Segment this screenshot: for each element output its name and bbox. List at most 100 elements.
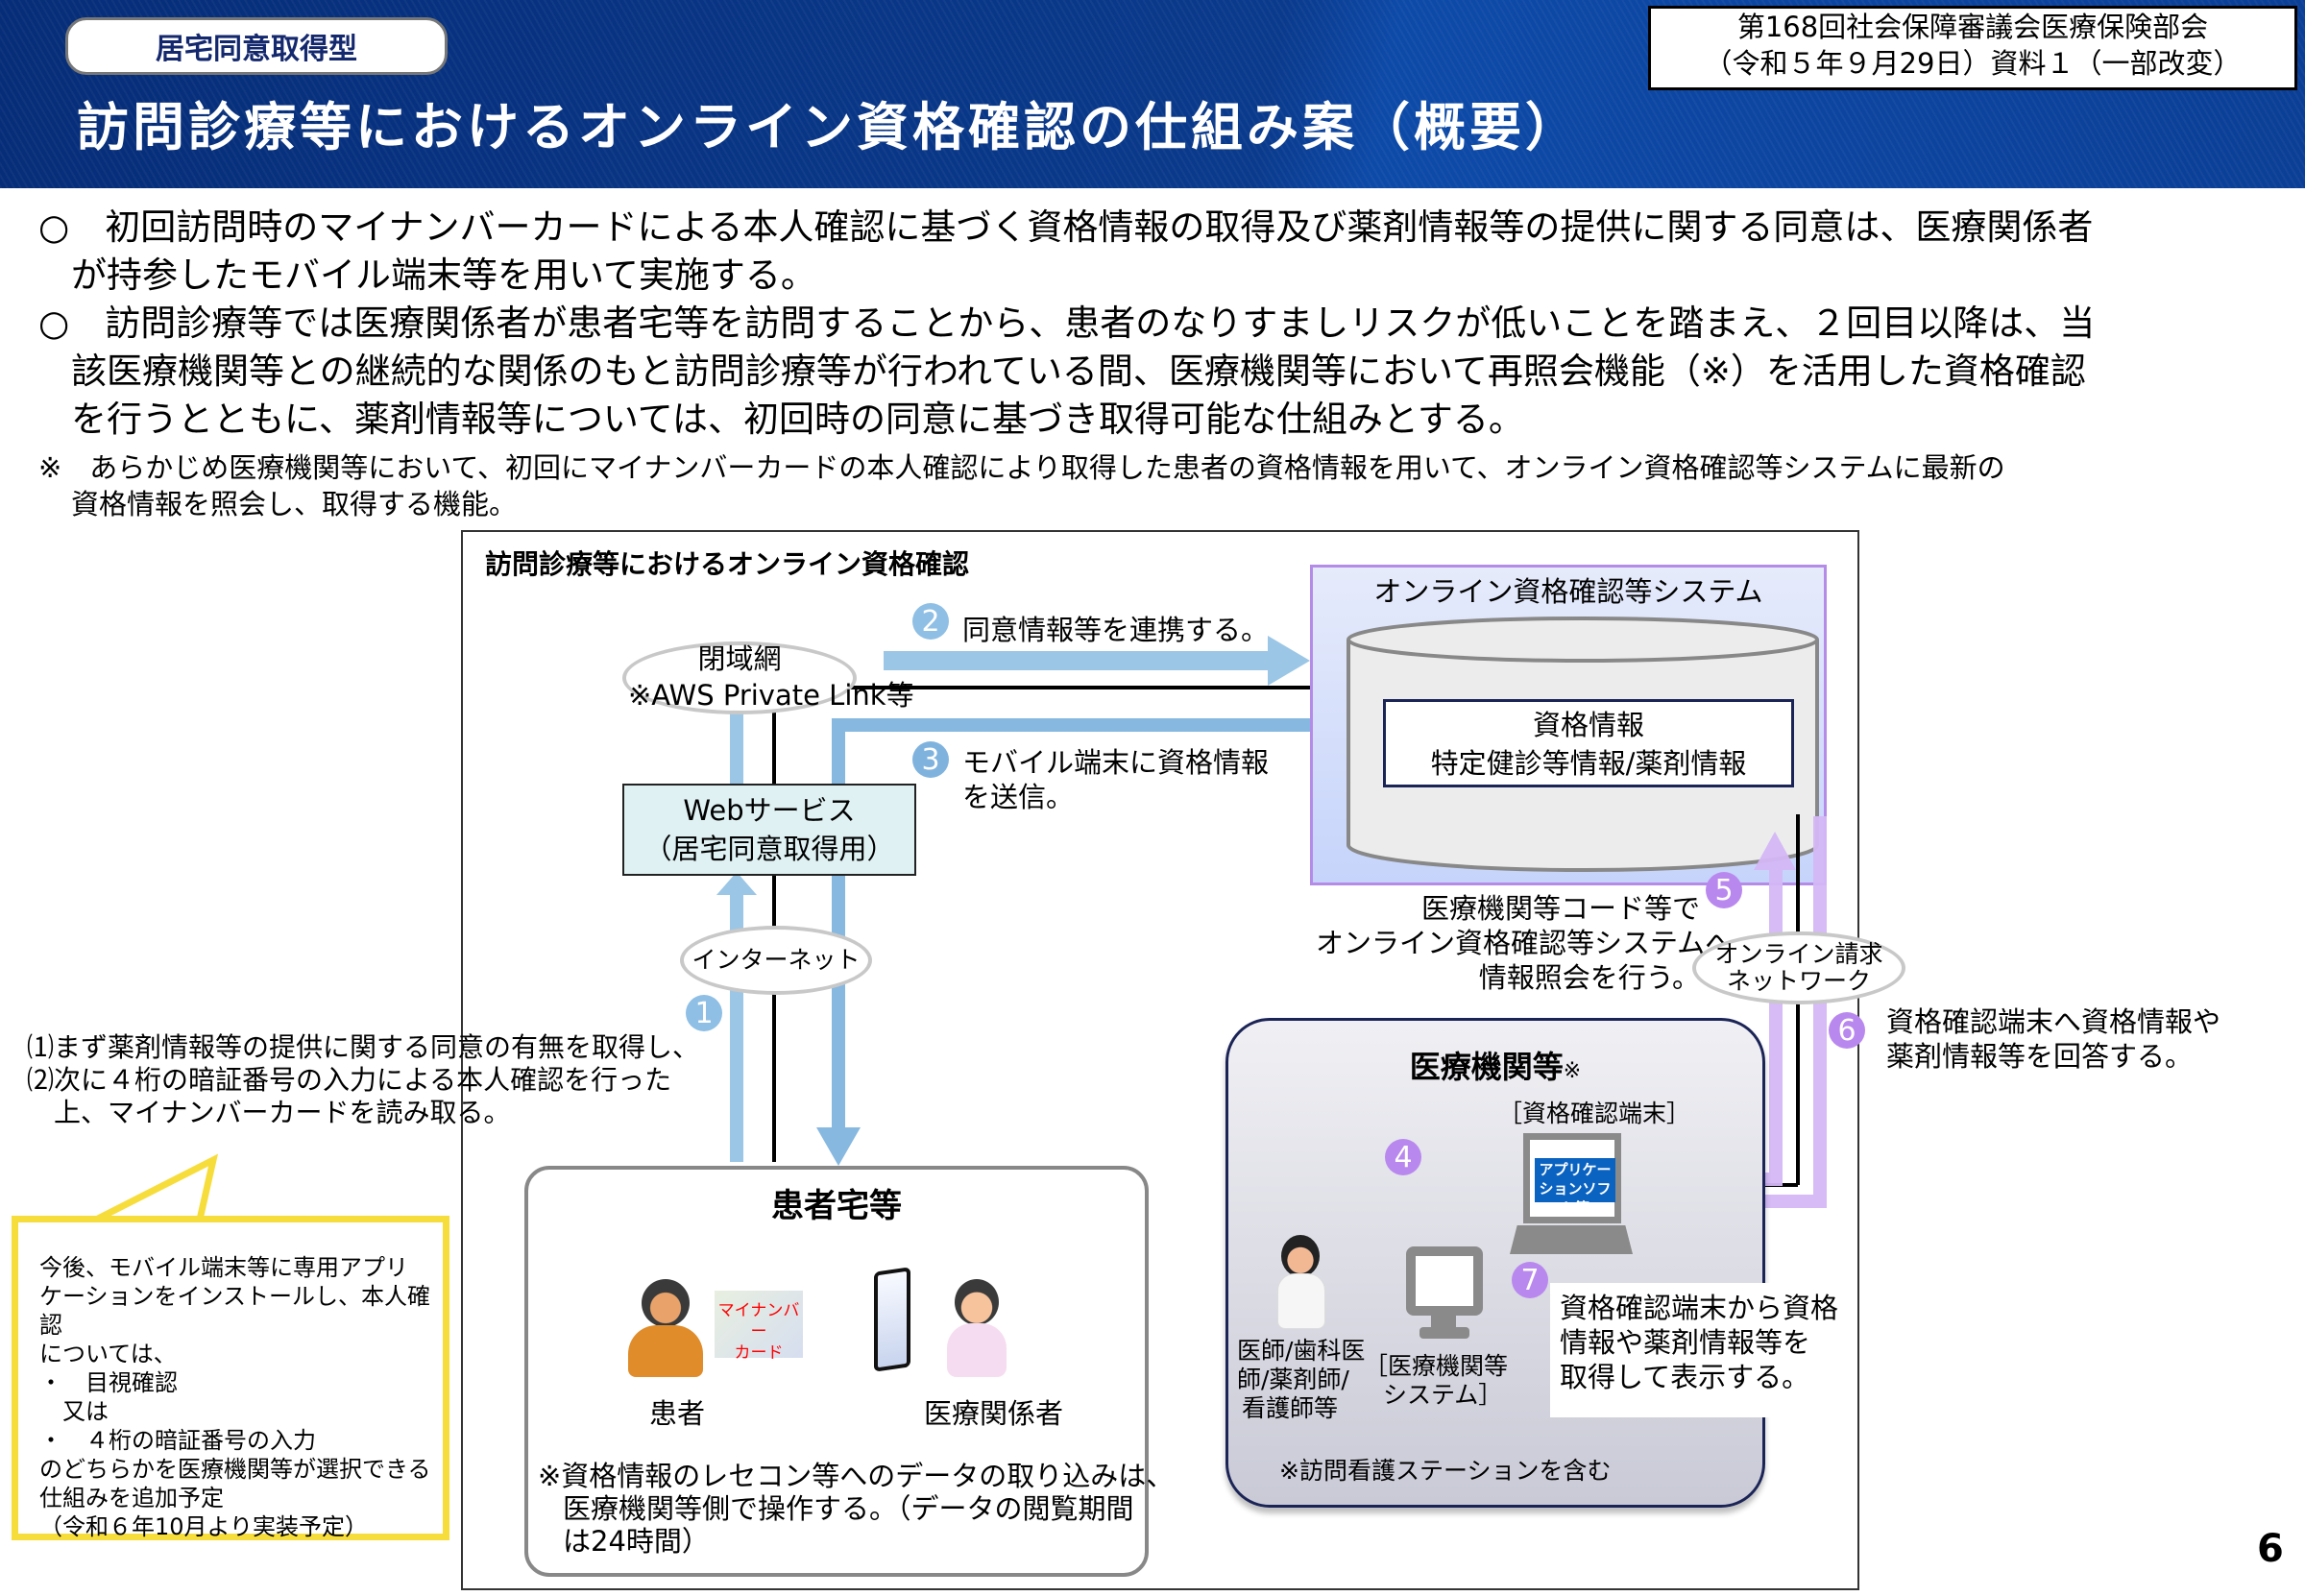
institution-system-label: ［医療機関等 システム］ [1364, 1352, 1508, 1410]
step-7-line-2: 情報や薬剤情報等を [1560, 1326, 1811, 1359]
callout-line: （令和６年10月より実装予定） [39, 1513, 369, 1540]
callout-line: のどちらかを医療機関等が選択できる [39, 1456, 431, 1483]
patient-note-line-2: 医療機関等側で操作する。（データの閲覧期間 [563, 1492, 1134, 1525]
meeting-source-box: 第168回社会保障審議会医療保険部会 （令和５年９月29日）資料１（一部改変） [1648, 6, 2297, 90]
medical-staff-head-icon [955, 1279, 999, 1325]
app-line-2: ションソフト等 [1539, 1180, 1612, 1217]
paragraph-1: ○ 初回訪問時のマイナンバーカードによる本人確認に基づく資格情報の取得及び薬剤情… [38, 204, 2093, 300]
step-2-badge: 2 [912, 603, 949, 640]
monitor-stand-icon [1431, 1316, 1456, 1329]
medical-staff-body-icon [947, 1323, 1007, 1377]
step-6-line-1: 資格確認端末へ資格情報や [1886, 1005, 2221, 1038]
patient-home-note: ※資格情報のレセコン等へのデータの取り込みは、 医療機関等側で操作する。（データ… [538, 1460, 1174, 1558]
patient-label: 患者 [649, 1397, 706, 1430]
step-6-text: 資格確認端末へ資格情報や 薬剤情報等を回答する。 [1886, 1004, 2220, 1074]
closed-network-note: ※AWS Private Link等 [628, 679, 914, 712]
meeting-line-2: （令和５年９月29日）資料１（一部改変） [1704, 47, 2242, 80]
step-7-badge: 7 [1512, 1262, 1548, 1298]
step-3-text: モバイル端末に資格情報 を送信。 [962, 745, 1269, 814]
callout-text: 今後、モバイル端末等に専用アプリ ケーションをインストールし、本人確認 について… [39, 1253, 443, 1541]
mynumber-card-icon: マイナンバー カード [715, 1291, 803, 1363]
laptop-base-icon [1510, 1225, 1633, 1254]
mobile-tablet-icon [874, 1267, 910, 1372]
medical-title-mark: ※ [1563, 1059, 1582, 1083]
step-7-line-3: 取得して表示する。 [1560, 1361, 1810, 1393]
web-service-line-1: Webサービス [683, 794, 856, 827]
blue-arrows [716, 636, 1310, 1166]
footnote-line-1: ※ あらかじめ医療機関等において、初回にマイナンバーカードの本人確認により取得し… [38, 451, 2005, 484]
step-1-line-3: 上、マイナンバーカードを読み取る。 [27, 1097, 511, 1128]
oqs-title: オンライン資格確認等システム [1373, 575, 1763, 608]
step-1-description: ⑴まず薬剤情報等の提供に関する同意の有無を取得し、 ⑵次に４桁の暗証番号の入力に… [27, 1031, 699, 1129]
patient-home-box [524, 1166, 1149, 1577]
step-3-line-1: モバイル端末に資格情報 [962, 746, 1270, 779]
medical-title-text: 医療機関等 [1409, 1049, 1564, 1085]
footnote: ※ あらかじめ医療機関等において、初回にマイナンバーカードの本人確認により取得し… [38, 449, 2005, 522]
step-6-line-2: 薬剤情報等を回答する。 [1886, 1040, 2194, 1073]
card-label-line-2: カード [734, 1343, 784, 1363]
diagram-frame [461, 530, 1859, 1590]
paragraph-1-line-2: が持参したモバイル端末等を用いて実施する。 [71, 254, 816, 296]
application-software-label: アプリケー ションソフト等 [1535, 1158, 1615, 1217]
billing-network-ellipse: オンライン請求 ネットワーク [1692, 931, 1905, 1004]
patient-note-line-3: は24時間） [563, 1525, 710, 1558]
database-line-1: 資格情報 [1532, 709, 1644, 741]
paragraph-2-line-2: 該医療機関等との継続的な関係のもと訪問診療等が行われている間、医療機関等において… [71, 351, 2086, 392]
step-5-line-2: オンライン資格確認等システムへ [1316, 927, 1734, 959]
step-3-badge: 3 [912, 741, 949, 778]
step-4-badge: 4 [1385, 1139, 1421, 1175]
step-2-text: 同意情報等を連携する。 [962, 614, 1270, 646]
monitor-foot-icon [1419, 1327, 1469, 1339]
medical-institution-note: ※訪問看護ステーションを含む [1279, 1457, 1612, 1485]
step-5-badge: 5 [1706, 872, 1742, 908]
callout-line: 今後、モバイル端末等に専用アプリ [39, 1254, 408, 1281]
step-5-text: 医療機関等コード等で オンライン資格確認等システムへ 情報照会を行う。 [1316, 891, 1734, 995]
medical-institution-title: 医療機関等※ [1225, 1043, 1765, 1087]
meeting-line-1: 第168回社会保障審議会医療保険部会 [1736, 11, 2209, 43]
billing-network-line-2: ネットワーク [1726, 967, 1871, 995]
staff-line-2: 師/薬剤師/ [1237, 1366, 1349, 1393]
step-1-line-2: ⑵次に４桁の暗証番号の入力による本人確認を行った [27, 1064, 672, 1096]
callout-line: については、 [39, 1341, 177, 1367]
closed-network-ellipse [622, 641, 857, 714]
doctor-body-icon [1277, 1273, 1325, 1329]
paragraph-1-line-1: ○ 初回訪問時のマイナンバーカードによる本人確認に基づく資格情報の取得及び薬剤情… [38, 206, 2094, 248]
type-badge: 居宅同意取得型 [65, 17, 448, 75]
billing-network-line-1: オンライン請求 [1714, 940, 1883, 968]
callout-line: ・ 目視確認 [39, 1369, 178, 1396]
card-label-line-1: マイナンバー [717, 1301, 800, 1342]
paragraph-2-line-1: ○ 訪問診療等では医療関係者が患者宅等を訪問することから、患者のなりすましリスク… [38, 302, 2096, 344]
app-line-1: アプリケー [1539, 1161, 1612, 1178]
page-number: 6 [2257, 1527, 2284, 1571]
medical-staff-roles: 医師/歯科医 師/薬剤師/ 看護師等 [1237, 1337, 1365, 1423]
callout-line: 又は [39, 1398, 109, 1425]
callout-line: 仕組みを追加予定 [39, 1485, 224, 1511]
step-5-line-3: 情報照会を行う。 [1478, 961, 1700, 994]
web-service-line-2: （居宅同意取得用） [643, 833, 895, 865]
paragraph-2-line-3: を行うとともに、薬剤情報等については、初回時の同意に基づき取得可能な仕組みとする… [71, 399, 1524, 440]
step-7-line-1: 資格確認端末から資格 [1560, 1292, 1839, 1324]
patient-home-title: 患者宅等 [771, 1187, 902, 1225]
staff-line-3: 看護師等 [1241, 1394, 1338, 1422]
closed-network-label: 閉域網 [697, 642, 782, 675]
doctor-head-icon [1281, 1235, 1320, 1277]
database-contents-box: 資格情報 特定健診等情報/薬剤情報 [1383, 699, 1794, 787]
callout-line: ケーションをインストールし、本人確認 [39, 1283, 431, 1339]
page-title: 訪問診療等におけるオンライン資格確認の仕組み案（概要） [77, 97, 1581, 157]
step-3-line-2: を送信。 [962, 781, 1075, 813]
patient-note-line-1: ※資格情報のレセコン等へのデータの取り込みは、 [538, 1460, 1175, 1492]
step-1-line-1: ⑴まず薬剤情報等の提供に関する同意の有無を取得し、 [27, 1031, 700, 1063]
callout-line: ・ ４桁の暗証番号の入力 [39, 1427, 316, 1454]
medical-staff-label: 医療関係者 [924, 1397, 1064, 1430]
internet-ellipse: インターネット [680, 926, 872, 995]
system-label-line-2: システム］ [1383, 1381, 1503, 1409]
database-line-2: 特定健診等情報/薬剤情報 [1430, 747, 1747, 780]
patient-head-icon [642, 1279, 690, 1327]
step-6-badge: 6 [1829, 1012, 1865, 1049]
terminal-label: ［資格確認端末］ [1498, 1100, 1691, 1127]
step-7-text: 資格確認端末から資格 情報や薬剤情報等を 取得して表示する。 [1550, 1283, 1856, 1417]
callout-pointer [94, 1153, 219, 1223]
future-plan-callout: 今後、モバイル端末等に専用アプリ ケーションをインストールし、本人確認 について… [12, 1216, 449, 1540]
paragraph-2: ○ 訪問診療等では医療関係者が患者宅等を訪問することから、患者のなりすましリスク… [38, 300, 2095, 444]
step-5-line-1: 医療機関等コード等で [1420, 892, 1700, 925]
